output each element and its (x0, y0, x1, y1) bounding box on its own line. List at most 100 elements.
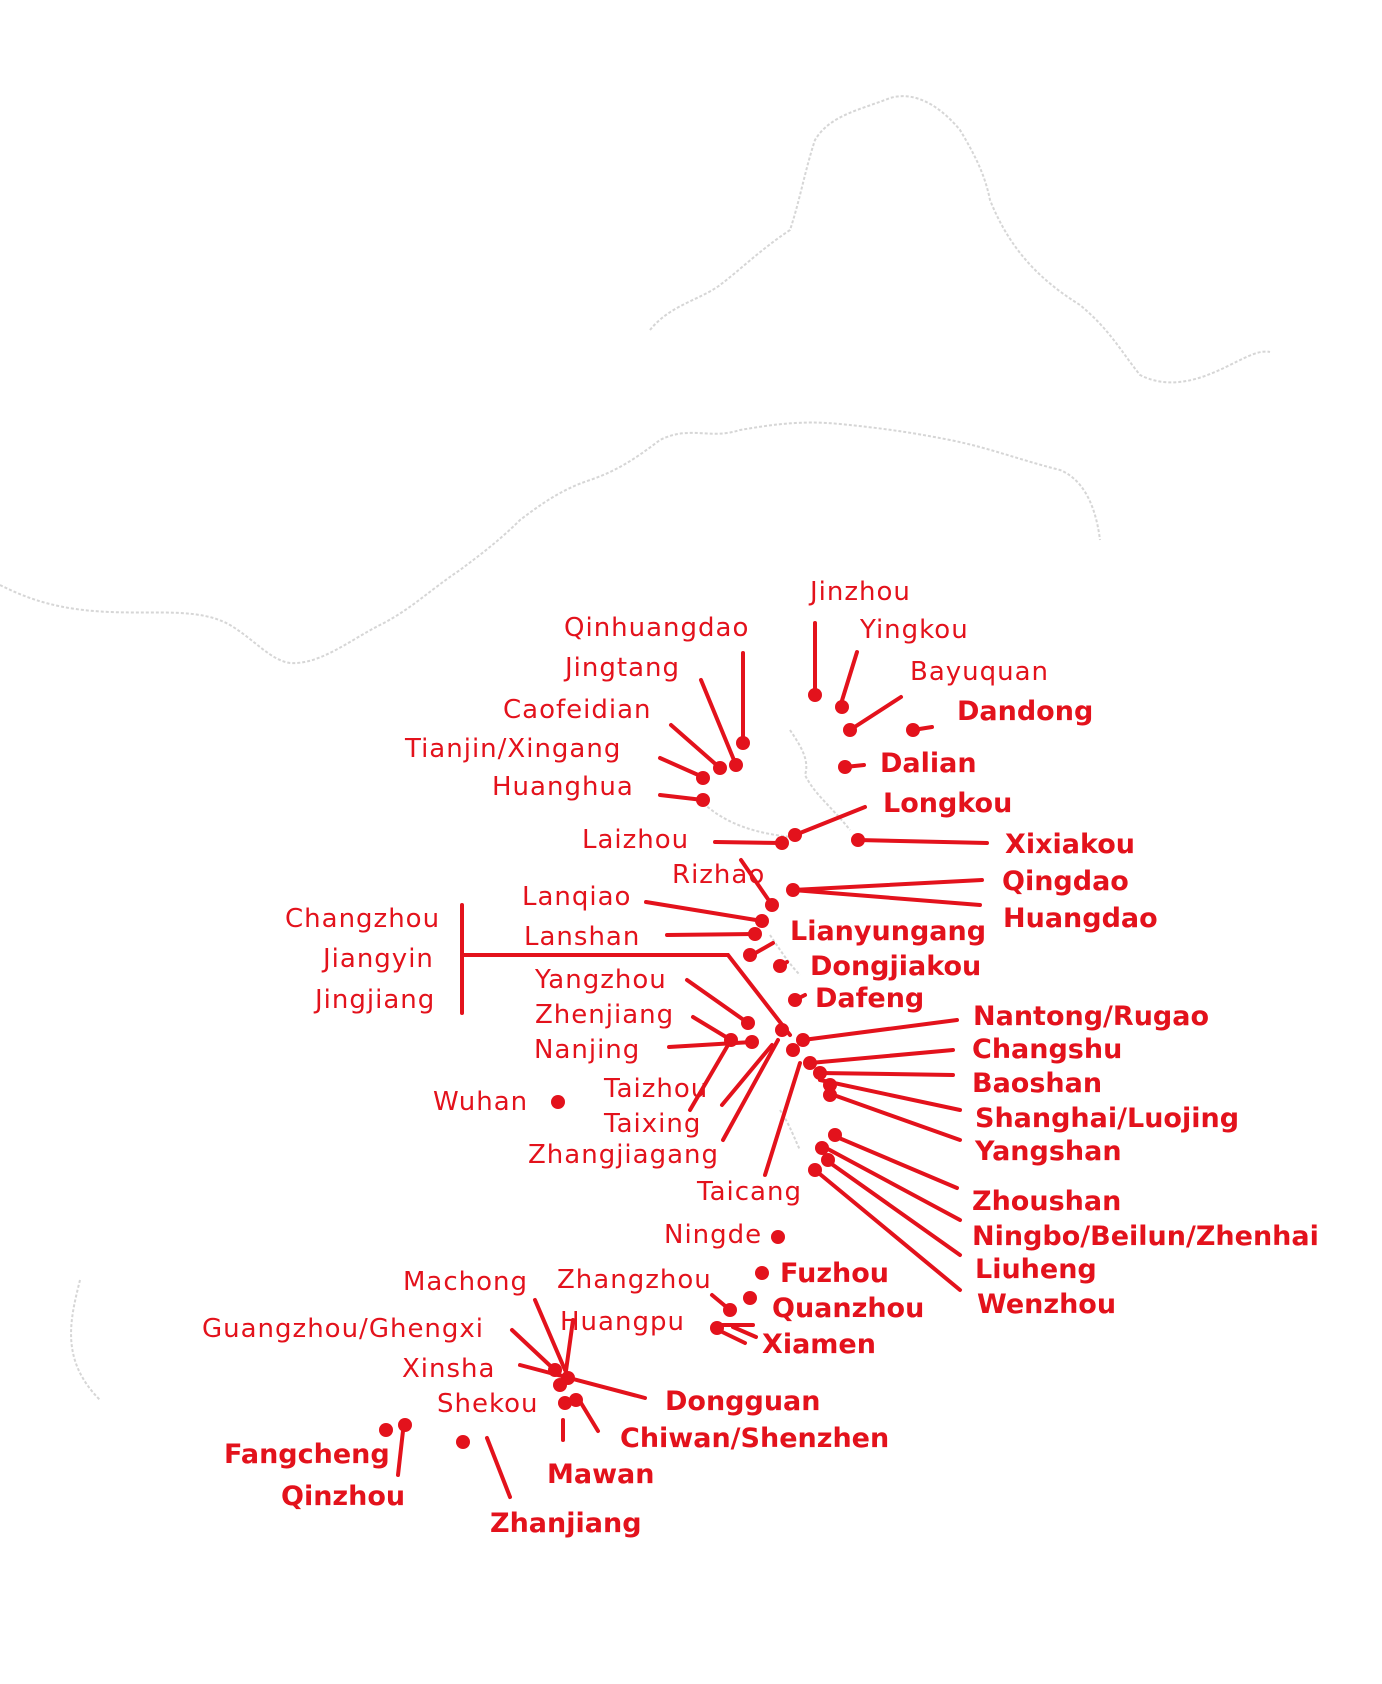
label-xiamen: Xiamen (762, 1329, 876, 1360)
dot-lianyungang (743, 948, 757, 962)
dot-dandong (906, 723, 920, 737)
label-rizhao: Rizhao (672, 860, 765, 890)
dot-machong (548, 1363, 562, 1377)
yangtze-bracket (460, 903, 792, 1037)
label-qinzhou: Qinzhou (281, 1481, 405, 1512)
label-huanghua: Huanghua (492, 772, 634, 802)
dot-huanghua (696, 793, 710, 807)
dot-zhoushan (828, 1128, 842, 1142)
label-huangdao: Huangdao (1003, 903, 1158, 934)
dot-yangshan (823, 1088, 837, 1102)
label-nantong: Nantong/Rugao (973, 1001, 1209, 1032)
label-laizhou: Laizhou (582, 825, 689, 855)
dot-qinhuangdao (736, 736, 750, 750)
dot-chiwan (569, 1393, 583, 1407)
label-yangshan: Yangshan (974, 1136, 1122, 1167)
dot-jingtang (729, 758, 743, 772)
port-dots (379, 688, 920, 1449)
label-jingjiang: Jingjiang (313, 985, 435, 1015)
dot-yingkou (835, 700, 849, 714)
label-liuheng: Liuheng (975, 1254, 1097, 1285)
label-caofeidian: Caofeidian (503, 695, 652, 725)
dot-fuzhou (755, 1266, 769, 1280)
dot-fangcheng (379, 1423, 393, 1437)
dot-xiamen (710, 1321, 724, 1335)
port-labels: Jinzhou Yingkou Bayuquan Dandong Qinhuan… (202, 577, 1319, 1539)
dot-qinzhou (398, 1418, 412, 1432)
dot-xixiakou (851, 833, 865, 847)
label-baoshan: Baoshan (972, 1068, 1102, 1099)
label-taizhou: Taizhou (603, 1074, 708, 1104)
label-dongjiakou: Dongjiakou (810, 951, 981, 982)
label-changzhou: Changzhou (285, 904, 440, 934)
dot-qingdao (786, 883, 800, 897)
dot-nanjing (745, 1035, 759, 1049)
label-dandong: Dandong (957, 696, 1093, 727)
dot-longkou (788, 828, 802, 842)
dot-lanqiao (755, 914, 769, 928)
dot-zhenjiang (724, 1033, 738, 1047)
label-lanshan: Lanshan (524, 922, 640, 952)
label-bayuquan: Bayuquan (910, 657, 1049, 687)
dot-liuheng (821, 1153, 835, 1167)
dot-dafeng (788, 993, 802, 1007)
label-shekou: Shekou (437, 1389, 539, 1419)
label-qingdao: Qingdao (1002, 866, 1129, 897)
label-quanzhou: Quanzhou (772, 1293, 924, 1324)
label-yangzhou: Yangzhou (534, 965, 667, 995)
label-huangpu: Huangpu (560, 1307, 685, 1337)
dot-zhangzhou (723, 1303, 737, 1317)
label-shanghai: Shanghai/Luojing (975, 1103, 1239, 1134)
label-ningde: Ningde (664, 1220, 762, 1250)
label-lianyungang: Lianyungang (790, 916, 986, 947)
label-zhanjiang: Zhanjiang (490, 1508, 642, 1539)
dot-taicang-hub (803, 1056, 817, 1070)
label-mawan: Mawan (547, 1459, 654, 1490)
dot-bayuquan (843, 723, 857, 737)
label-taixing: Taixing (603, 1109, 701, 1139)
dot-nantong (796, 1033, 810, 1047)
label-dongguan: Dongguan (665, 1386, 821, 1417)
dot-tianjin (696, 771, 710, 785)
dot-quanzhou (743, 1291, 757, 1305)
label-xinsha: Xinsha (402, 1354, 495, 1384)
dot-jiangyin (775, 1023, 789, 1037)
label-jinzhou: Jinzhou (808, 577, 911, 607)
label-yingkou: Yingkou (859, 615, 969, 645)
dot-baoshan (813, 1066, 827, 1080)
label-ningbo: Ningbo/Beilun/Zhenhai (972, 1221, 1319, 1252)
label-guangzhou: Guangzhou/Ghengxi (202, 1314, 484, 1344)
label-zhangjiagang: Zhangjiagang (528, 1140, 719, 1170)
label-wenzhou: Wenzhou (977, 1289, 1116, 1320)
dot-shanghai (823, 1078, 837, 1092)
leader-lines (396, 621, 989, 1499)
label-dafeng: Dafeng (815, 983, 924, 1014)
label-jingtang: Jingtang (563, 653, 680, 683)
label-fuzhou: Fuzhou (780, 1258, 889, 1289)
label-xixiakou: Xixiakou (1005, 829, 1135, 860)
label-longkou: Longkou (883, 788, 1012, 819)
dot-dalian (838, 760, 852, 774)
label-changshu: Changshu (972, 1034, 1122, 1065)
label-zhangzhou: Zhangzhou (557, 1265, 712, 1295)
dot-ningbo (815, 1141, 829, 1155)
label-lanqiao: Lanqiao (522, 882, 631, 912)
label-fangcheng: Fangcheng (224, 1439, 390, 1470)
dot-guangzhou (553, 1378, 567, 1392)
dot-dongjiakou (773, 959, 787, 973)
label-jiangyin: Jiangyin (321, 944, 434, 974)
dot-ningde (771, 1230, 785, 1244)
label-dalian: Dalian (880, 748, 977, 779)
dot-wenzhou (808, 1163, 822, 1177)
label-wuhan: Wuhan (433, 1087, 528, 1117)
label-chiwan: Chiwan/Shenzhen (620, 1423, 889, 1454)
label-taicang: Taicang (696, 1177, 802, 1207)
dot-changshu (786, 1043, 800, 1057)
dot-rizhao (765, 898, 779, 912)
label-zhoushan: Zhoushan (972, 1186, 1121, 1217)
dot-lanshan (748, 927, 762, 941)
coastline-traces (0, 95, 1271, 1401)
dot-shekou (558, 1396, 572, 1410)
label-nanjing: Nanjing (534, 1035, 640, 1065)
